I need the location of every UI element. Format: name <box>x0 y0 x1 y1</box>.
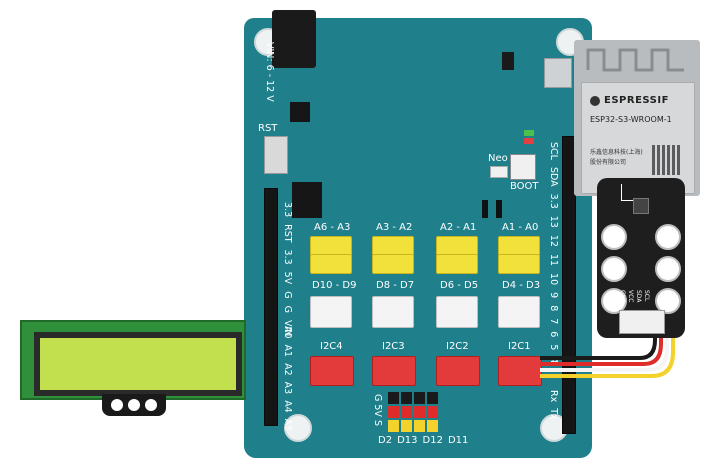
i2c-connector-label: I2C1 <box>508 341 531 352</box>
antenna-trace-icon <box>586 48 684 72</box>
boot-button[interactable] <box>510 154 536 180</box>
resistor <box>482 200 488 218</box>
digital-connector[interactable] <box>310 296 352 328</box>
neo-led <box>490 166 508 178</box>
led-component <box>502 52 514 70</box>
lcd-display-module <box>20 320 246 416</box>
lcd-tab-hole <box>128 399 140 411</box>
sensor-mount-dot <box>601 224 627 250</box>
sensor-axis-icon <box>621 184 638 201</box>
sensor-mount-dot <box>655 288 681 314</box>
sensor-module: GND VCC SDA SCL <box>597 178 685 338</box>
status-led-green <box>524 130 534 136</box>
sensor-mount-dot <box>655 224 681 250</box>
sensor-pin-scl: SCL <box>643 290 650 302</box>
digital-connector-label: D6 - D5 <box>440 280 479 291</box>
module-cn-line1: 乐鑫信息科技(上海) <box>590 149 643 156</box>
analog-connector-label: A6 - A3 <box>314 222 351 233</box>
analog-connector-label: A1 - A0 <box>502 222 539 233</box>
analog-connector[interactable] <box>372 254 414 274</box>
mount-hole-bottom-left <box>284 414 312 442</box>
rst-label: RST <box>258 123 278 134</box>
i2c-connector-label: I2C4 <box>320 341 343 352</box>
sensor-mount-dot <box>601 256 627 282</box>
boot-label: BOOT <box>510 181 539 192</box>
pin-label-d2: D2 <box>378 435 393 446</box>
bottom-pin-labels: D2 D13 D12 D11 <box>378 436 468 446</box>
espressif-logo: ESPRESSIF <box>590 95 669 106</box>
usb-port[interactable] <box>544 58 572 88</box>
lcd-tab-hole <box>111 399 123 411</box>
sensor-connector[interactable] <box>619 310 665 334</box>
neo-label: Neo <box>488 153 508 164</box>
i2c-connector-label: I2C3 <box>382 341 405 352</box>
analog-connector[interactable] <box>436 254 478 274</box>
sensor-pin-labels: GND VCC SDA SCL <box>619 290 657 304</box>
module-shield: ESPRESSIF ESP32-S3-WROOM-1 乐鑫信息科技(上海) 股份… <box>581 82 695 194</box>
espressif-icon <box>590 95 600 106</box>
sensor-wire-red <box>540 330 663 366</box>
analog-connector-label: A3 - A2 <box>376 222 413 233</box>
sensor-wire-white <box>540 330 669 372</box>
pin-label-d12: D12 <box>422 435 443 446</box>
digital-connector[interactable] <box>498 296 540 328</box>
pin-label-d11: D11 <box>447 435 469 446</box>
i2c-connector[interactable] <box>372 356 416 386</box>
pin-label-d13: D13 <box>397 435 418 446</box>
status-led-red <box>524 138 534 144</box>
left-pin-header <box>264 188 278 426</box>
resistor <box>496 200 502 218</box>
i2c-connector-label: I2C2 <box>446 341 469 352</box>
i2c-connector[interactable] <box>310 356 354 386</box>
regulator-chip <box>290 102 310 122</box>
gvs-header <box>388 392 438 432</box>
sensor-wire-yellow <box>540 330 675 378</box>
reset-button[interactable] <box>264 136 288 174</box>
lcd-tab-hole <box>145 399 157 411</box>
lcd-screen <box>34 332 242 396</box>
qr-code-icon <box>652 145 682 175</box>
i2c-connector[interactable] <box>436 356 480 386</box>
digital-connector-label: D4 - D3 <box>502 280 541 291</box>
sensor-mount-dot <box>601 288 627 314</box>
sensor-chip <box>633 198 649 214</box>
analog-connector[interactable] <box>498 254 540 274</box>
digital-connector-label: D8 - D7 <box>376 280 415 291</box>
analog-connector[interactable] <box>310 254 352 274</box>
sensor-mount-dot <box>655 256 681 282</box>
module-cn-line2: 股份有限公司 <box>590 159 627 166</box>
sensor-wire-black <box>540 330 657 360</box>
module-model: ESP32-S3-WROOM-1 <box>590 115 672 124</box>
module-brand: ESPRESSIF <box>604 95 669 106</box>
digital-connector[interactable] <box>436 296 478 328</box>
digital-connector[interactable] <box>372 296 414 328</box>
analog-connector-label: A2 - A1 <box>440 222 477 233</box>
regulator-chip-2 <box>292 182 322 218</box>
power-jack <box>272 10 316 68</box>
digital-connector-label: D10 - D9 <box>312 280 357 291</box>
i2c-connector[interactable] <box>498 356 542 386</box>
controller-board: VIN: 6 - 12 V RST Neo BOOT 3.3 RST 3.3 5… <box>244 10 700 458</box>
